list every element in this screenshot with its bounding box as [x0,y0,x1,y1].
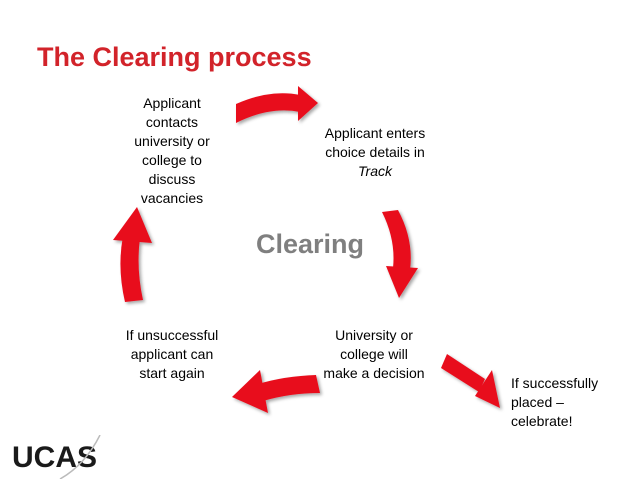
step-restart: If unsuccessful applicant can start agai… [110,326,234,383]
step-restart-line: If unsuccessful [125,327,219,343]
step-decision-line: make a decision [323,365,425,381]
arrow-bottom [232,370,320,413]
step-contact-line: Applicant [143,95,201,111]
arrow-top [236,86,318,123]
step-contact-university: Applicant contacts university or college… [112,94,232,208]
step-contact-line: discuss [148,171,196,187]
step-contact-line: contacts [145,114,199,130]
step-restart-line: applicant can [130,346,214,362]
step-success-line: placed – [511,394,564,410]
step-enter-line: Applicant enters [324,125,426,141]
step-success-line: If successfully [511,375,599,391]
step-contact-line: college to [142,152,202,168]
step-contact-line: university or [134,133,210,149]
step-enter-line: choice details in [325,144,425,160]
step-success-line: celebrate! [511,413,573,429]
step-enter-track: Track [358,163,392,179]
step-success: If successfully placed – celebrate! [511,374,621,431]
slide-title: The Clearing process [37,42,312,72]
arrow-left [113,207,152,302]
arrow-diagonal [441,354,500,408]
step-decision-line: University or [335,327,413,343]
arrow-right [382,210,418,298]
logo-curve [59,435,101,479]
step-contact-line: vacancies [140,190,204,206]
ucas-logo: UCAS [12,441,98,474]
step-decision: University or college will make a decisi… [314,326,434,383]
step-enter-choice: Applicant enters choice details in Track [305,124,445,181]
step-restart-line: start again [139,365,205,381]
center-label: Clearing [256,229,365,259]
step-decision-line: college will [340,346,408,362]
